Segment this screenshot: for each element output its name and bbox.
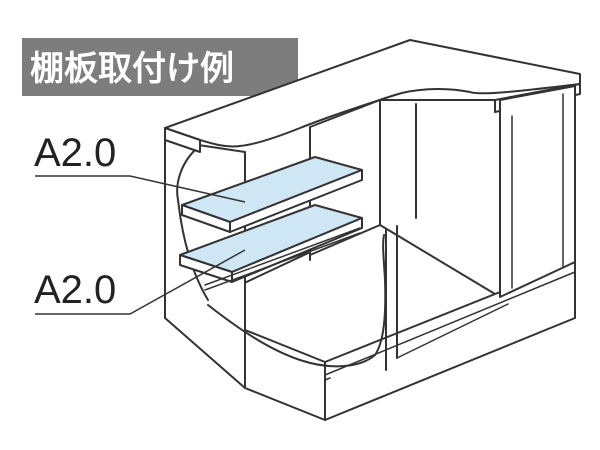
cutaway-curve-front [207, 234, 387, 368]
shelf-lower [179, 204, 363, 283]
title-text: 棚板取付け例 [30, 49, 234, 89]
label-lower-shelf: A2.0 [34, 268, 116, 312]
right-side-panel [499, 85, 576, 298]
shelf-bracket-line [204, 227, 361, 286]
roof-front-edge [164, 127, 201, 153]
front-base-line [324, 377, 331, 381]
title-background [22, 38, 298, 96]
shelf-upper-side-edge [181, 204, 231, 233]
title-badge: 棚板取付け例 [22, 38, 298, 96]
leader-lower-shelf [35, 249, 246, 315]
cutaway-curve-left [176, 149, 209, 301]
roof-top [164, 39, 581, 148]
label-upper-shelf: A2.0 [34, 131, 116, 175]
door-rail [396, 303, 509, 359]
leader-upper-shelf [35, 175, 246, 203]
front-right-wall [324, 261, 576, 421]
shelf-upper [181, 156, 363, 233]
shelf-bracket-line-2 [204, 232, 361, 291]
floor-front-edge [324, 271, 576, 376]
